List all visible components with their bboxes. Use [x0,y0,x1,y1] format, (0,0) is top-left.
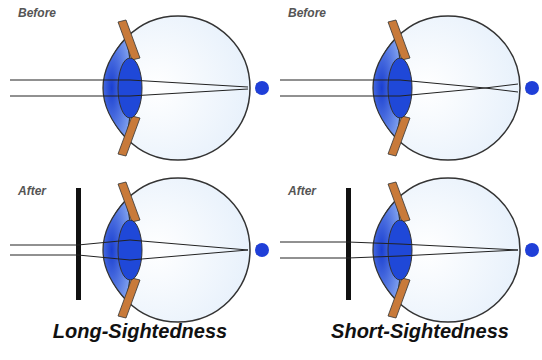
condition-caption: Short-Sightedness [331,320,509,343]
stage-label: After [18,184,46,198]
stage-label: Before [288,6,326,20]
stage-label: After [288,184,316,198]
stage-label: Before [18,6,56,20]
condition-caption: Long-Sightedness [53,320,227,343]
